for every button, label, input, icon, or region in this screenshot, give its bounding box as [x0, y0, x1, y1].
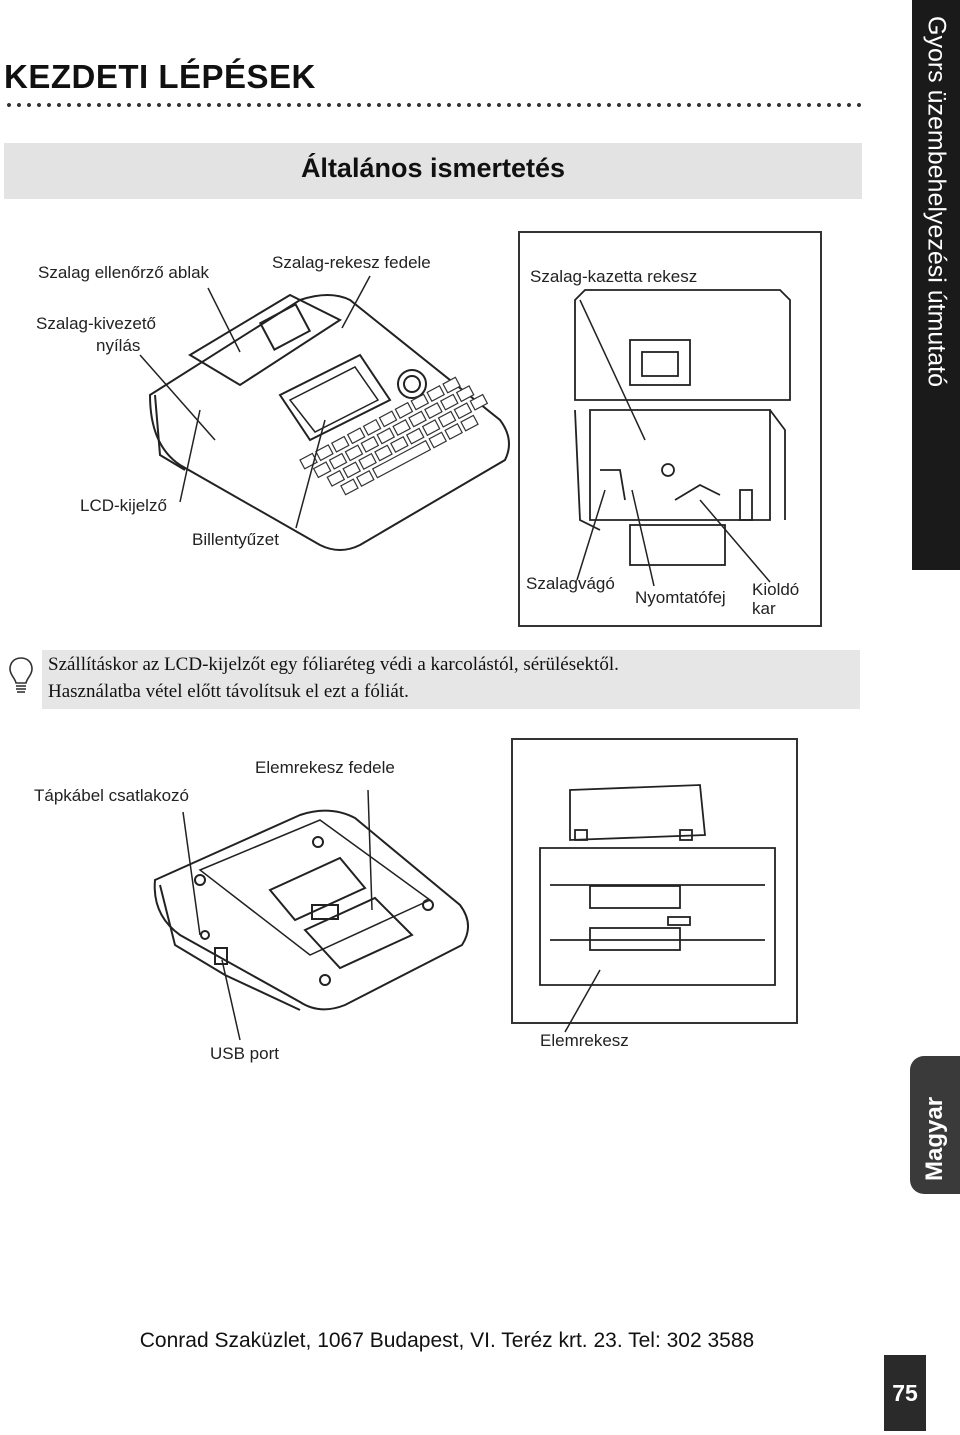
top-right-leaders — [576, 299, 771, 587]
note-box: Szállításkor az LCD-kijelzőt egy fóliaré… — [42, 650, 860, 709]
label-cover: Szalag-rekesz fedele — [272, 253, 431, 272]
label-lcd: LCD-kijelző — [80, 496, 167, 515]
note-line-1: Szállításkor az LCD-kijelzőt egy fóliaré… — [48, 654, 619, 675]
lightbulb-icon — [6, 654, 36, 696]
device-bottom-drawing — [153, 809, 469, 1011]
label-usb: USB port — [210, 1044, 279, 1063]
section-title: Általános ismertetés — [300, 153, 566, 183]
language-tab: Magyar — [910, 1056, 960, 1194]
note-line-2: Használatba vétel előtt távolítsuk el ez… — [48, 681, 409, 702]
battery-drawing — [539, 784, 776, 986]
label-keyboard: Billentyűzet — [192, 530, 279, 549]
battery-compartment-frame — [511, 738, 798, 1024]
top-left-leaders — [139, 275, 371, 529]
keyboard-keys — [299, 376, 489, 496]
label-battery: Elemrekesz — [540, 1031, 629, 1050]
language-tab-label: Magyar — [921, 1096, 948, 1181]
section-bar — [4, 143, 862, 199]
page-number: 75 — [884, 1355, 926, 1431]
page-title: KEZDETI LÉPÉSEK — [4, 58, 316, 95]
cassette-compartment-frame — [518, 231, 822, 627]
footer-address: Conrad Szaküzlet, 1067 Budapest, VI. Ter… — [139, 1329, 755, 1352]
label-print-head: Nyomtatófej — [635, 588, 726, 607]
bottom-leaders — [182, 789, 601, 1041]
label-release-1: Kioldó — [752, 580, 800, 599]
label-tape-window: Szalag ellenőrző ablak — [38, 263, 210, 282]
label-printer-drawing — [148, 293, 510, 551]
label-release-2: kar — [752, 599, 776, 618]
label-cutter: Szalagvágó — [526, 574, 615, 593]
label-exit-1: Szalag-kivezető — [36, 314, 157, 333]
side-tab: Gyors üzembehelyezési útmutató — [912, 0, 960, 570]
label-battery-cover: Elemrekesz fedele — [255, 758, 395, 777]
dotted-rule — [4, 100, 864, 110]
label-cassette: Szalag-kazetta rekesz — [530, 267, 698, 286]
cassette-drawing — [574, 289, 791, 566]
label-exit-2: nyílás — [96, 336, 141, 355]
label-power: Tápkábel csatlakozó — [34, 786, 189, 805]
